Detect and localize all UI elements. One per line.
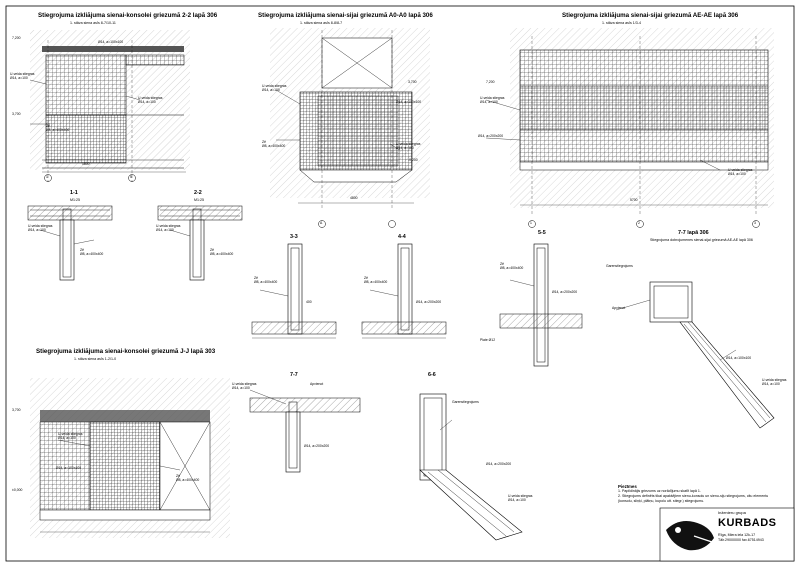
label-elev-2: 3,700 [12, 112, 21, 116]
sheet-frame [5, 5, 795, 562]
kurbads-logo [666, 521, 714, 551]
axis-a-label: A [320, 221, 323, 225]
drawing-subtitle-4: 1. stāva siena asīs 1-2/1-0 [74, 357, 117, 361]
axis-2-label: 2 [638, 221, 640, 225]
label-dim-3: 5700 [630, 198, 638, 202]
label-gardu-77: Garenstiegrojums [606, 264, 633, 268]
label-plate-55: Plate Ø12 [480, 338, 496, 342]
label-elev-2c: -0,200 [408, 158, 418, 162]
drawing-subtitle-3: 1. stāva siena asīs 1/3-4 [602, 21, 641, 25]
wall-beam-elevation-a0 [270, 28, 430, 228]
label-elev-2b: 3,700 [408, 80, 417, 84]
section-title-5-5: 5-5 [538, 230, 546, 236]
section-4-4-drawing [361, 243, 447, 339]
label-dim-1: 1800 [82, 162, 90, 166]
section-title-6-6: 6-6 [428, 372, 436, 378]
drawing-title-2: Stiegrojuma izkliājuma sienai-sijai grie… [258, 12, 433, 19]
label-elev-4: 3,700 [12, 408, 21, 412]
wall-console-elevation-1 [30, 30, 190, 182]
label-apvienot-77: Apvienot [612, 306, 626, 310]
section-title-2-2: 2-2 [194, 190, 202, 196]
section-subtitle-7-7-306: Stiegrojuma dobrojumenes sienai-sijai gr… [650, 238, 753, 242]
axis-1-label-b: 1 [530, 221, 532, 225]
drawing-subtitle-2: 1. stāva siena asīs 8-8/8-7 [300, 21, 343, 25]
title-block: Inženieru grupa KURBADS Rīga, Miera iela… [660, 508, 794, 562]
drawing-subtitle-1: 1. stāva siena asīs 8-7/10-11 [70, 21, 116, 25]
axis-1-label: 1 [46, 175, 48, 179]
note-3: (konsolu, sliņķi, plātņu, kupolu utt. st… [618, 499, 705, 503]
section-6-6-drawing [419, 393, 523, 541]
leader-lines [29, 79, 737, 471]
note-2: 2. Stiegrojums definēts tikai apakšējiem… [618, 494, 769, 498]
section-7-7-drawing [249, 397, 361, 473]
company-logo-text: KURBADS [718, 517, 777, 529]
section-title-4-4: 4-4 [398, 234, 406, 240]
label-elev-1: 7,200 [12, 36, 21, 40]
axis-3-label: 3 [754, 221, 756, 225]
label-mesh-44: Ø14, a=200x200 [416, 300, 442, 304]
notes-heading: Piezīmes [618, 484, 637, 489]
drawing-title-1: Stiegrojuma izkliājuma sienai-konsolei g… [38, 12, 218, 19]
company-name: Inženieru grupa [718, 510, 746, 515]
label-elev-5: ±0,000 [12, 488, 23, 492]
section-2-2-drawing [157, 205, 243, 281]
section-3-3-drawing [251, 243, 337, 339]
label-dim-2: 4800 [350, 196, 358, 200]
section-title-3-3: 3-3 [290, 234, 298, 240]
section-title-7-7: 7-7 [290, 372, 298, 378]
notes-block: Piezīmes 1. Papildinājis griezums uz nor… [618, 484, 778, 504]
label-mesh-3: Ø14, a=200x200 [478, 134, 504, 138]
section-7-7-stair-drawing [649, 281, 775, 429]
label-mesh-77: Ø14, a=100x100 [726, 356, 752, 360]
section-title-1-1: 1-1 [70, 190, 78, 196]
note-1: 1. Papildinājis griezums uz norādījumu s… [618, 489, 701, 493]
drawing-title-3: Stiegrojuma izkliājuma sienai-sijai grie… [562, 12, 739, 19]
label-elev-3: 7,200 [486, 80, 495, 84]
label-dim-33: 400 [306, 300, 312, 304]
wall-beam-elevation-ae [510, 28, 774, 228]
section-5-5-drawing [499, 243, 583, 367]
drawing-title-4: Stiegrojuma izkliājuma sienai-konsolei g… [36, 348, 216, 355]
section-1-1-drawing [27, 205, 113, 281]
label-mesh-1: Ø14, a=100x100 [98, 40, 124, 44]
label-gardu-66: Garenstiegrojums [452, 400, 479, 404]
wall-console-elevation-j [30, 378, 230, 538]
label-mesh-2: Ø14, a=100x100 [396, 100, 422, 104]
label-mesh-4: Ø14, a=100x100 [56, 466, 82, 470]
label-apvienot-77b: Apvienot [310, 382, 324, 386]
axis-5-label: 5 [130, 175, 132, 179]
scale-2-2: M1:25 [194, 198, 204, 202]
label-mesh-55: Ø14, a=200x200 [552, 290, 578, 294]
label-mesh-77b: Ø14, a=200x200 [304, 444, 330, 448]
section-title-7-7-306: 7-7 lapā 306 [678, 230, 709, 236]
label-mesh-66: Ø14, a=200x200 [486, 462, 512, 466]
scale-1-1: M1:25 [70, 198, 80, 202]
